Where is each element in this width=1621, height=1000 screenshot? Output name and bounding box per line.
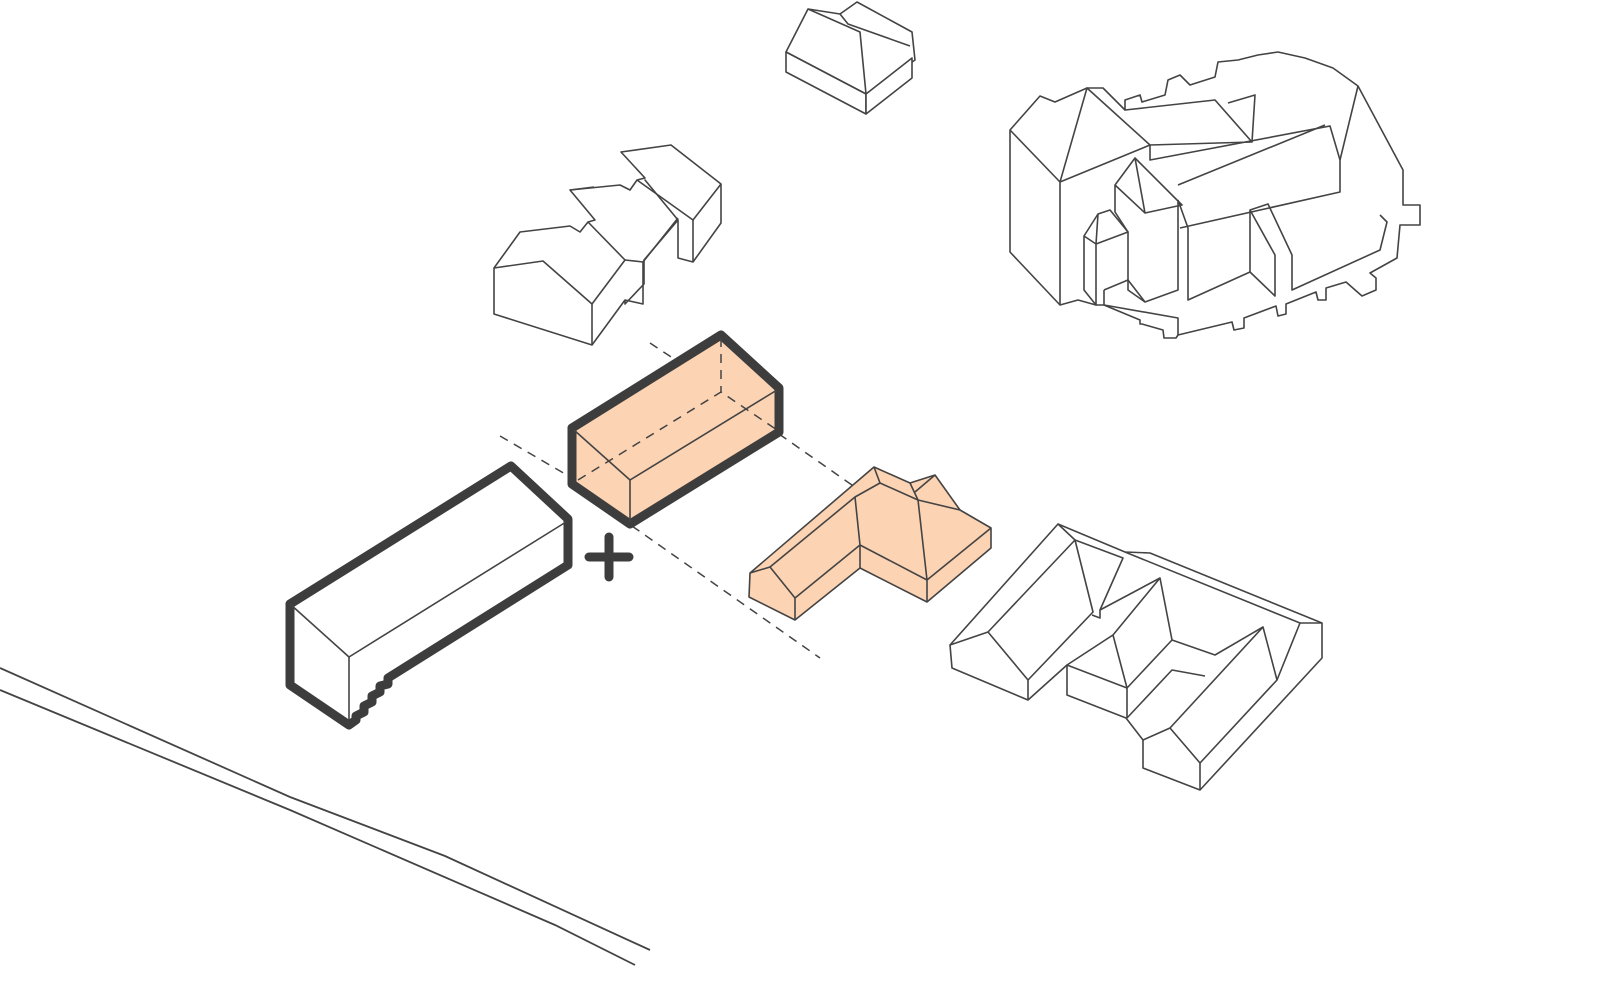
building-highlighted-l-shape [748,466,992,621]
plus-icon [584,532,634,582]
building-castle [1009,51,1421,339]
road [0,667,651,966]
building-row-houses [493,144,722,346]
building-north [785,1,916,115]
building-new-volume [567,330,784,529]
building-southeast-cluster [949,523,1323,791]
building-existing-outlined [285,461,573,730]
